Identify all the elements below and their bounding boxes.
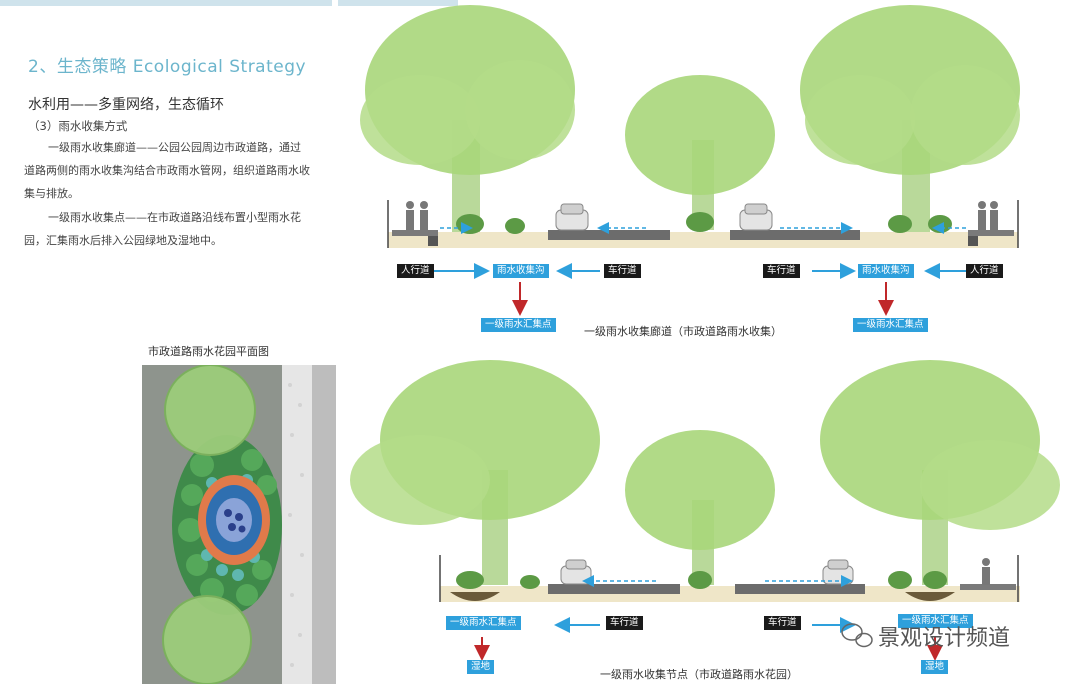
- label-ditch-left: 雨水收集沟: [493, 264, 549, 278]
- section2-ground: [439, 555, 1020, 602]
- label-collection-point-right-2: 一级雨水汇集点: [898, 614, 973, 628]
- label-sidewalk-left-1: 人行道: [397, 264, 434, 278]
- wechat-icon: [841, 623, 873, 648]
- section-heading: 2、生态策略 Ecological Strategy: [28, 57, 307, 77]
- paragraph-collection-point: 一级雨水收集点——在市政道路沿线布置小型雨水花园，汇集雨水后排入公园绿地及湿地中…: [24, 211, 301, 247]
- section1-ground: [387, 200, 1019, 248]
- section1-car-right: [739, 203, 773, 231]
- label-road-left-2: 车行道: [606, 616, 643, 630]
- section2-car-right: [822, 559, 854, 585]
- label-collection-point-right-1: 一级雨水汇集点: [853, 318, 928, 332]
- rain-garden-plan-image: [142, 365, 336, 684]
- section1-pedestrians-right: [978, 201, 998, 230]
- section2-caption: 一级雨水收集节点（市政道路雨水花园）: [600, 668, 798, 681]
- top-accent-bar-left: [0, 0, 332, 6]
- section1-pedestrians-left: [406, 201, 428, 230]
- section1-shrubs: [456, 212, 952, 234]
- subtitle: （3）雨水收集方式: [28, 119, 128, 133]
- section2-shrubs: [456, 571, 947, 589]
- paragraph-corridor: 一级雨水收集廊道——公园公园周边市政道路，通过道路两侧的雨水收集沟结合市政雨水管…: [24, 141, 310, 200]
- label-road-right-2: 车行道: [764, 616, 801, 630]
- label-ditch-right: 雨水收集沟: [858, 264, 914, 278]
- subheading: 水利用——多重网络，生态循环: [28, 97, 224, 113]
- top-accent-bar-right: [338, 0, 458, 6]
- section2-tree-middle: [625, 430, 775, 585]
- label-collection-point-left-2: 一级雨水汇集点: [446, 616, 521, 630]
- label-collection-point-left-1: 一级雨水汇集点: [481, 318, 556, 332]
- section1-tree-right: [800, 5, 1020, 232]
- rain-garden-plan-drawing: [142, 365, 336, 684]
- label-wetland-right: 湿地: [921, 660, 949, 674]
- section1-tree-middle: [625, 75, 775, 230]
- label-road-right-1: 车行道: [763, 264, 800, 278]
- section2-car-left: [560, 559, 592, 585]
- section1-caption: 一级雨水收集廊道（市政道路雨水收集）: [584, 325, 782, 338]
- plan-title: 市政道路雨水花园平面图: [148, 345, 269, 358]
- section2-pedestrian: [982, 558, 990, 585]
- watermark-text: 景观设计频道: [878, 626, 1011, 651]
- label-sidewalk-right-1: 人行道: [966, 264, 1003, 278]
- section2-tree-right: [820, 360, 1060, 585]
- section1-car-left: [555, 203, 589, 231]
- label-road-left-1: 车行道: [604, 264, 641, 278]
- section1-tree-left: [360, 5, 575, 232]
- label-wetland-left: 湿地: [467, 660, 495, 674]
- section2-tree-left: [350, 360, 600, 585]
